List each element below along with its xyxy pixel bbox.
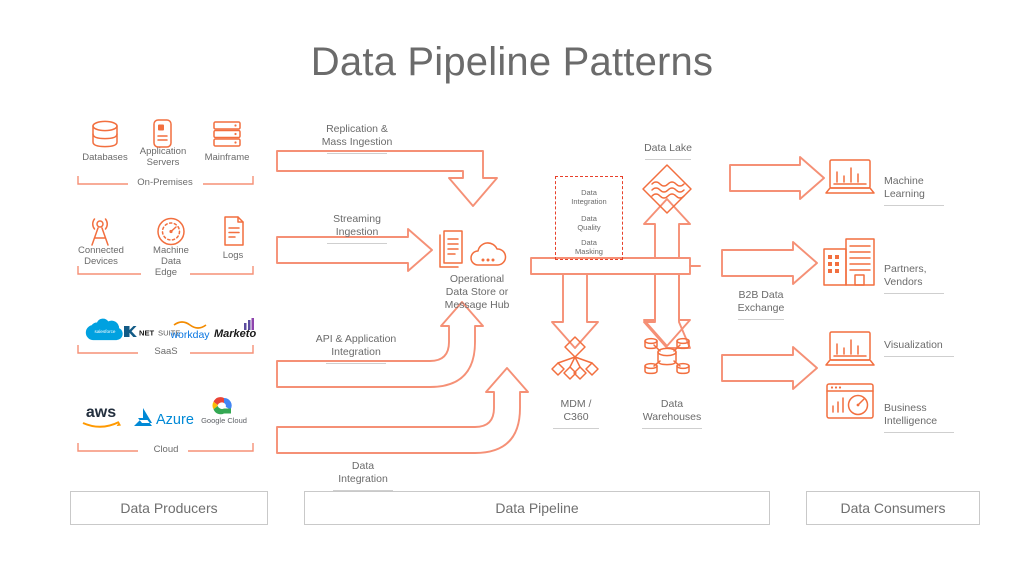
band-data-producers[interactable]: Data Producers	[70, 491, 268, 525]
processing-step-data-integration: Data Integration	[571, 188, 607, 206]
page-title: Data Pipeline Patterns	[310, 40, 714, 84]
logs-icon	[224, 216, 244, 246]
label-underline	[884, 293, 944, 294]
label-underline	[645, 159, 691, 160]
arrow-to-machine-learning	[729, 156, 825, 200]
documents-cloud-icon	[439, 230, 507, 268]
group-label-on-premises: On-Premises	[137, 177, 193, 188]
data-warehouse-icon	[644, 337, 690, 375]
node-label-operational-data-store: Operational Data Store or Message Hub	[444, 273, 510, 311]
label-underline	[884, 432, 954, 433]
group-bracket-saas	[77, 345, 254, 354]
arrow-bus-to-data-warehouses	[643, 273, 691, 347]
flow-label-text: Streaming Ingestion	[333, 213, 381, 238]
arrow-replication-mass-ingestion	[276, 150, 498, 207]
node-label-data-warehouses: Data Warehouses	[628, 385, 716, 442]
label-underline	[326, 363, 386, 364]
edge-label-text: B2B Data Exchange	[737, 289, 785, 314]
consumer-label-text: Business Intelligence	[884, 402, 938, 427]
label-underline	[327, 243, 387, 244]
marketo-logo: Marketo	[214, 318, 256, 340]
data-lake-diamond-icon	[642, 164, 692, 214]
svg-text:Marketo: Marketo	[214, 328, 256, 340]
arrow-data-integration	[276, 367, 529, 454]
flow-label-replication-mass-ingestion: Replication & Mass Ingestion	[297, 110, 417, 167]
edge-label-b2b-data-exchange: B2B Data Exchange	[722, 276, 800, 333]
group-label-edge: Edge	[154, 267, 178, 278]
netsuite-logo: NET SUITE	[124, 326, 180, 338]
label-underline	[553, 428, 599, 429]
aws-logo: aws	[82, 404, 121, 428]
label-underline	[884, 356, 954, 357]
svg-text:workday: workday	[169, 329, 210, 341]
svg-text:NET: NET	[139, 329, 155, 338]
group-label-cloud: Cloud	[153, 444, 179, 455]
app-server-icon	[153, 119, 172, 148]
arrow-to-visualization-bi	[721, 346, 818, 390]
node-label-mdm-c360: MDM / C360	[538, 385, 614, 442]
antenna-icon	[91, 218, 109, 246]
workday-logo: workday	[169, 321, 210, 341]
google-cloud-logo: Google Cloud	[201, 397, 247, 425]
processing-box: Data Integration Data Quality Data Maski…	[555, 176, 623, 260]
arrow-to-partners-vendors	[721, 241, 818, 285]
producer-label-mainframe: Mainframe	[204, 152, 250, 163]
node-label-text: MDM / C360	[560, 398, 592, 423]
flow-label-text: Data Integration	[338, 460, 388, 485]
producer-label-databases: Databases	[82, 152, 128, 163]
consumer-label-business-intelligence: Business Intelligence	[884, 389, 974, 446]
svg-text:SUITE: SUITE	[158, 329, 180, 338]
svg-text:salesforce: salesforce	[95, 329, 116, 334]
label-underline	[327, 153, 387, 154]
svg-text:aws: aws	[86, 404, 116, 421]
node-label-data-lake: Data Lake	[628, 142, 708, 160]
consumer-label-visualization: Visualization	[884, 339, 974, 357]
arrow-streaming-ingestion	[276, 228, 433, 272]
mainframe-icon	[213, 121, 241, 147]
group-bracket-cloud	[77, 443, 254, 452]
processing-step-data-quality: Data Quality	[577, 214, 601, 232]
mdm-tree-icon	[551, 336, 599, 380]
consumer-label-machine-learning: Machine Learning	[884, 162, 966, 219]
consumer-label-partners-vendors: Partners, Vendors	[884, 250, 966, 307]
flow-label-text: API & Application Integration	[315, 333, 397, 358]
band-data-consumers[interactable]: Data Consumers	[806, 491, 980, 525]
flow-label-text: Replication & Mass Ingestion	[321, 123, 393, 148]
consumer-label-text: Visualization	[884, 339, 943, 351]
arrow-api-application-integration	[276, 301, 484, 388]
node-label-text: Data Lake	[644, 142, 692, 154]
producer-label-application-servers: Application Servers	[139, 146, 187, 168]
dashboard-gauge-icon	[826, 383, 874, 419]
consumer-label-text: Partners, Vendors	[884, 263, 927, 288]
laptop-chart-icon-ml	[825, 159, 875, 194]
band-data-pipeline[interactable]: Data Pipeline	[304, 491, 770, 525]
group-bracket-on-premises	[77, 176, 254, 185]
gauge-icon	[157, 217, 185, 246]
label-underline	[642, 428, 702, 429]
producer-label-connected-devices: Connected Devices	[78, 245, 124, 267]
producer-label-logs: Logs	[222, 250, 244, 261]
consumer-label-text: Machine Learning	[884, 175, 925, 200]
label-underline	[884, 205, 944, 206]
salesforce-logo: salesforce	[85, 318, 123, 341]
producer-label-machine-data: Machine Data	[153, 245, 189, 267]
group-label-saas: SaaS	[154, 346, 178, 357]
flow-label-data-integration: Data Integration	[305, 447, 421, 504]
flow-label-api-application-integration: API & Application Integration	[292, 320, 420, 377]
group-bracket-edge	[77, 266, 254, 275]
node-label-text: Data Warehouses	[642, 398, 702, 423]
processing-step-data-masking: Data Masking	[575, 238, 603, 256]
buildings-icon	[823, 238, 875, 286]
svg-text:Google Cloud: Google Cloud	[201, 416, 247, 425]
laptop-chart-icon-viz	[825, 331, 875, 366]
label-underline	[738, 319, 784, 320]
flow-label-streaming-ingestion: Streaming Ingestion	[297, 200, 417, 257]
label-underline	[333, 490, 393, 491]
svg-text:Azure: Azure	[156, 412, 194, 428]
database-icon	[92, 120, 118, 148]
azure-logo: Azure	[134, 408, 194, 428]
